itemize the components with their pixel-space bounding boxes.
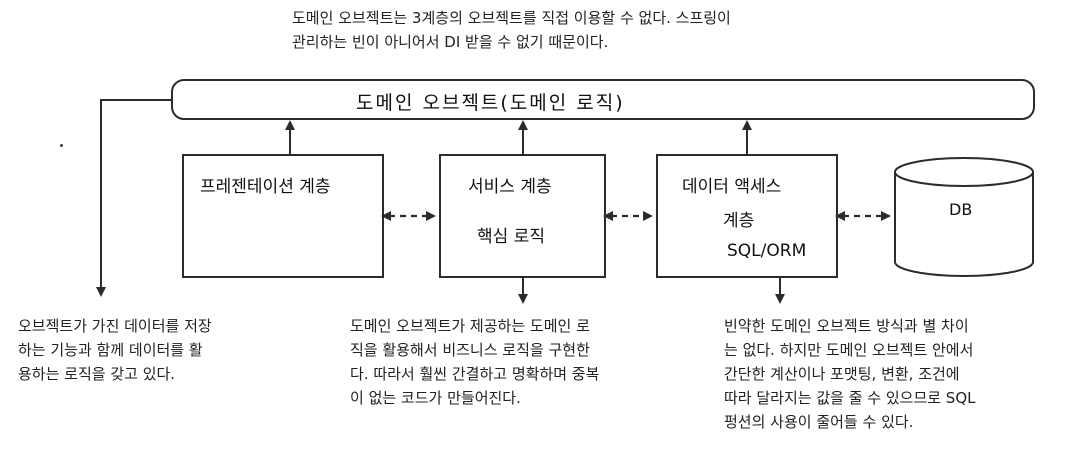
right-note-line-1: 빈약한 도메인 오브젝트 방식과 별 차이	[724, 317, 969, 335]
domain-to-left-note-arrow	[96, 99, 172, 297]
left-note: 오브젝트가 가진 데이터를 저장 하는 기능과 함께 데이터를 활 용하는 로직…	[18, 314, 212, 386]
left-note-line-1: 오브젝트가 가진 데이터를 저장	[18, 317, 212, 335]
domain-bar-label: 도메인 오브젝트(도메인 로직)	[356, 92, 625, 114]
data-access-sql-orm-label: SQL/ORM	[727, 241, 807, 261]
middle-note-line-2: 직을 활용해서 비즈니스 로직을 구현한	[350, 341, 590, 359]
middle-note-line-1: 도메인 오브젝트가 제공하는 도메인 로	[350, 317, 590, 335]
right-note: 빈약한 도메인 오브젝트 방식과 별 차이 는 없다. 하지만 도메인 오브젝트…	[724, 314, 976, 434]
top-note-line-2: 관리하는 빈이 아니어서 DI 받을 수 없기 때문이다.	[292, 33, 609, 51]
left-note-line-3: 용하는 로직을 갖고 있다.	[18, 365, 176, 383]
data-access-layer-box	[656, 154, 838, 278]
right-note-line-2: 는 없다. 하지만 도메인 오브젝트 안에서	[724, 341, 974, 359]
right-note-line-5: 펑션의 사용이 줄어들 수 있다.	[724, 413, 914, 431]
db-cylinder	[894, 157, 1034, 277]
scan-dot-mark	[60, 144, 63, 147]
top-note-line-1: 도메인 오브젝트는 3계층의 오브젝트를 직접 이용할 수 없다. 스프링이	[292, 9, 731, 27]
middle-note-line-4: 이 없는 코드가 만들어진다.	[350, 389, 521, 407]
data-access-layer-label-line2: 계층	[723, 211, 755, 231]
db-label: DB	[949, 200, 973, 219]
left-note-line-2: 하는 기능과 함께 데이터를 활	[18, 341, 203, 359]
service-core-logic-label: 핵심 로직	[477, 227, 545, 247]
presentation-layer-box	[182, 154, 384, 278]
data-access-layer-label-line1: 데이터 액세스	[682, 177, 782, 197]
right-note-line-4: 따라 달라지는 값을 줄 수 있으므로 SQL	[724, 389, 976, 407]
middle-note-line-3: 다. 따라서 훨씬 간결하고 명확하며 중복	[350, 365, 600, 383]
right-note-line-3: 간단한 계산이나 포맷팅, 변환, 조건에	[724, 365, 960, 383]
presentation-layer-label: 프레젠테이션 계층	[200, 177, 331, 197]
service-layer-label: 서비스 계층	[468, 177, 552, 197]
top-note: 도메인 오브젝트는 3계층의 오브젝트를 직접 이용할 수 없다. 스프링이 관…	[292, 6, 731, 54]
middle-note: 도메인 오브젝트가 제공하는 도메인 로 직을 활용해서 비즈니스 로직을 구현…	[350, 314, 599, 410]
